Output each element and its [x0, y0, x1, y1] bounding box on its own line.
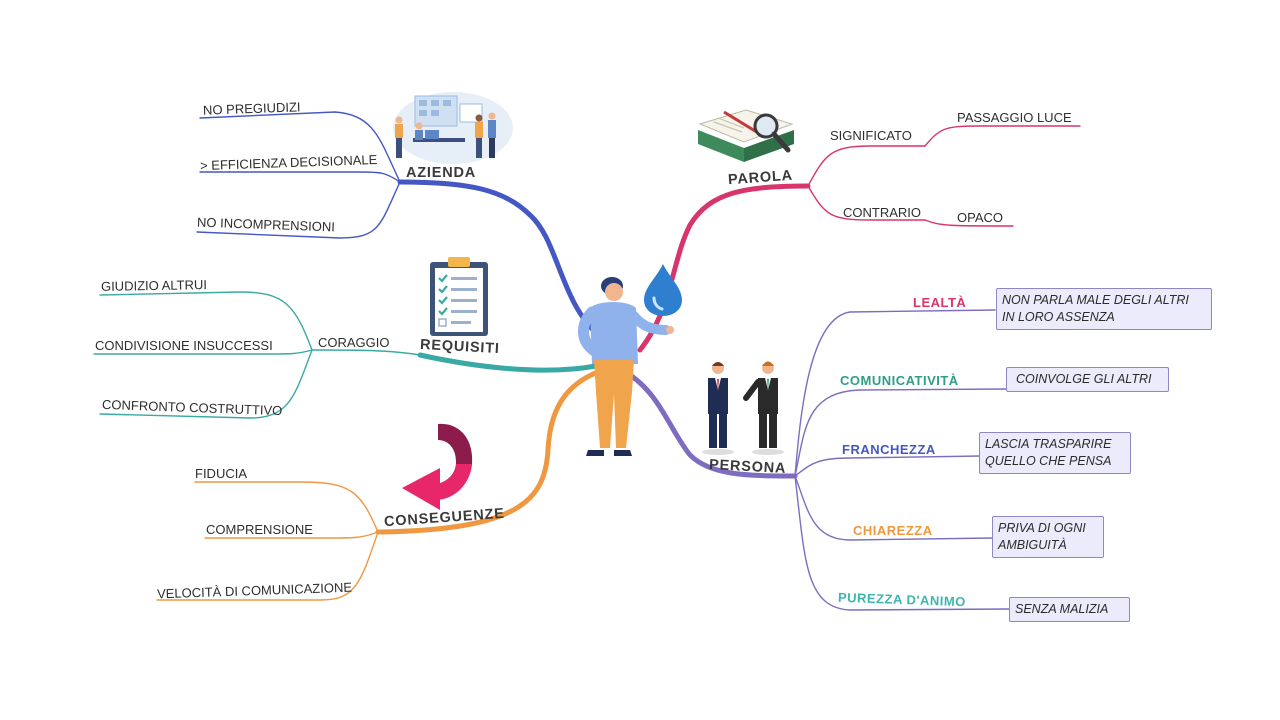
link-passaggio — [924, 125, 1081, 147]
link-significato — [807, 145, 926, 187]
trait-franchezza-box: LASCIA TRASPARIRE QUELLO CHE PENSA — [979, 432, 1131, 474]
trait-franchezza-label: FRANCHEZZA — [842, 442, 936, 457]
link-purezza — [794, 475, 1011, 611]
link-no-incomprensioni — [196, 181, 401, 239]
checklist-clipboard-icon — [430, 257, 488, 336]
link-opaco — [924, 219, 1014, 227]
link-no-pregiudizi — [199, 111, 401, 183]
conseguenze-item-fiducia: FIDUCIA — [195, 466, 247, 481]
requisiti-item-giudizio: GIUDIZIO ALTRUI — [100, 277, 208, 294]
two-businessmen-icon — [702, 361, 784, 455]
link-comprensione — [204, 531, 379, 539]
trait-comunicativita-desc-line1: COINVOLGE GLI ALTRI — [1016, 372, 1152, 386]
link-requisiti — [417, 352, 599, 373]
link-chiarezza — [794, 475, 994, 541]
trait-lealta-desc-line2: IN LORO ASSENZA — [1002, 310, 1115, 324]
conseguenze-item-comprensione: COMPRENSIONE — [206, 522, 313, 537]
parola-item-opaco: OPACO — [957, 210, 1003, 225]
trait-purezza-desc-line1: SENZA MALIZIA — [1015, 602, 1109, 616]
link-condivisione — [93, 349, 313, 355]
link-conseguenze — [375, 369, 601, 535]
link-confronto — [99, 349, 313, 419]
link-contrario — [807, 185, 926, 221]
link-azienda — [397, 179, 601, 338]
requisiti-sub-coraggio: CORAGGIO — [318, 335, 390, 350]
link-fiducia — [194, 481, 379, 533]
link-coraggio — [311, 349, 421, 356]
parola-sub-significato: SIGNIFICATO — [830, 128, 912, 143]
link-velocita — [156, 531, 379, 601]
trait-comunicativita-label: COMUNICATIVITÀ — [840, 373, 959, 388]
link-giudizio — [99, 291, 313, 351]
trait-chiarezza-desc-line1: PRIVA DI OGNI — [998, 521, 1086, 535]
branch-azienda-label: AZIENDA — [406, 165, 477, 181]
water-drop-icon — [644, 264, 682, 316]
trait-lealta-desc-line1: NON PARLA MALE DEGLI ALTRI — [1002, 293, 1189, 307]
parola-item-passaggio-luce: PASSAGGIO LUCE — [957, 110, 1072, 125]
office-team-icon — [393, 92, 513, 164]
trait-chiarezza-label: CHIAREZZA — [853, 523, 933, 538]
azienda-item-no-pregiudizi: NO PREGIUDIZI — [202, 99, 301, 118]
link-franchezza — [794, 455, 981, 477]
trait-chiarezza-box: PRIVA DI OGNI AMBIGUITÀ — [992, 516, 1104, 558]
trait-comunicativita-box: COINVOLGE GLI ALTRI — [1006, 367, 1169, 392]
link-persona — [627, 372, 798, 479]
link-lealta — [794, 309, 996, 477]
trait-franchezza-desc-line2: QUELLO CHE PENSA — [985, 454, 1112, 468]
trait-purezza-box: SENZA MALIZIA — [1009, 597, 1130, 622]
trait-lealta-box: NON PARLA MALE DEGLI ALTRI IN LORO ASSEN… — [996, 288, 1212, 330]
parola-sub-contrario: CONTRARIO — [843, 205, 921, 220]
link-comunicativita — [794, 388, 1007, 477]
trait-franchezza-desc-line1: LASCIA TRASPARIRE — [985, 437, 1112, 451]
trait-lealta-label: LEALTÀ — [913, 295, 967, 310]
curved-arrow-icon — [402, 423, 473, 510]
central-person-icon — [578, 277, 674, 456]
requisiti-item-condivisione: CONDIVISIONE INSUCCESSI — [95, 338, 273, 353]
book-magnifier-icon — [698, 109, 794, 162]
link-efficienza — [199, 171, 401, 183]
trait-chiarezza-desc-line2: AMBIGUITÀ — [998, 538, 1067, 552]
